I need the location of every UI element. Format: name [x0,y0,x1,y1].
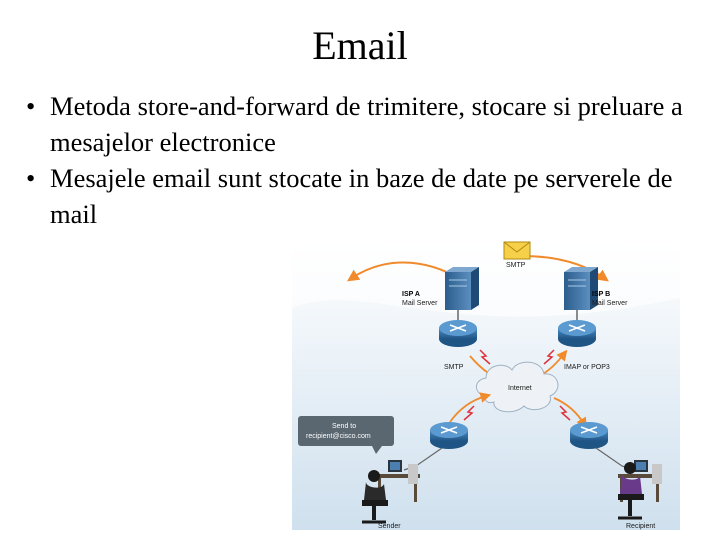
isp-a-label: ISP A [402,291,420,298]
bullet-symbol: • [26,163,36,193]
callout-line-1: Send to [332,423,356,430]
wan-link-icon [463,405,475,421]
bullet-symbol: • [26,91,36,121]
email-network-diagram: SMTP ISP A Mail Server ISP B Mail Server [292,238,680,530]
isp-b-role-label: Mail Server [592,300,628,307]
imap-pop3-label: IMAP or POP3 [564,364,610,371]
isp-b-label: ISP B [592,291,610,298]
envelope-icon [503,241,531,260]
recipient-flow-arrow [553,397,587,429]
bullet-item: • Metoda store-and-forward de trimitere,… [24,88,704,160]
internet-label: Internet [508,385,532,392]
sender-person-icon [362,460,420,524]
sender-flow-arrow [449,392,492,423]
isp-b-server-icon [564,267,598,310]
isp-a-server-icon [445,267,479,310]
internet-cloud-icon [476,361,559,413]
wan-link-icon [543,349,555,365]
smtp-top-label: SMTP [506,262,526,269]
isp-a-role-label: Mail Server [402,300,438,307]
callout-line-2: recipient@cisco.com [306,433,371,440]
isp-a-router-icon [439,320,477,347]
recipient-router-icon [570,422,608,449]
bullet-item: • Mesajele email sunt stocate in baze de… [24,160,704,232]
wan-link-icon [559,405,571,421]
bullet-list: • Metoda store-and-forward de trimitere,… [24,88,704,232]
sender-label: Sender [378,523,401,530]
wan-link-icon [479,349,491,365]
slide-title: Email [312,23,408,68]
diagram-svg: SMTP ISP A Mail Server ISP B Mail Server [292,238,680,530]
send-to-callout [298,416,394,454]
bullet-text: Mesajele email sunt stocate in baze de d… [50,163,673,229]
recipient-label: Recipient [626,523,655,530]
sender-router-icon [430,422,468,449]
smtp-left-label: SMTP [444,364,464,371]
smtp-arrow-right [521,255,609,282]
bullet-text: Metoda store-and-forward de trimitere, s… [50,91,683,157]
isp-b-router-icon [558,320,596,347]
recipient-person-icon [618,460,662,520]
